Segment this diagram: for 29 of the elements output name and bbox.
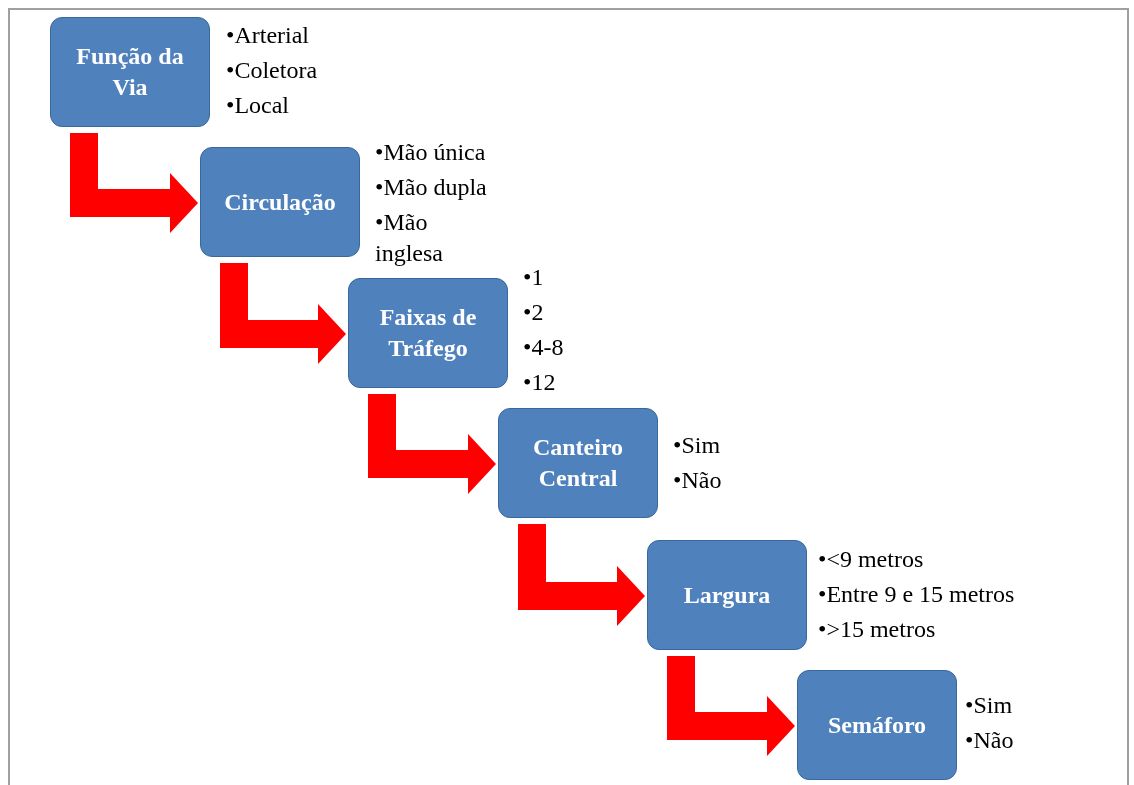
bullet-item: •Não: [673, 466, 723, 495]
process-box: [348, 278, 508, 388]
process-box: [200, 147, 360, 257]
bullet-item: •Sim: [965, 691, 1014, 720]
box-title: Canteiro Central: [531, 433, 625, 493]
bullet-item: •Mão dupla: [375, 173, 488, 202]
process-box: [498, 408, 658, 518]
bullet-item: •Coletora: [226, 56, 319, 85]
bullet-item: •Mão inglesa: [375, 208, 444, 268]
bullet-item: •4-8: [523, 333, 565, 362]
process-box: [797, 670, 957, 780]
box-title: Circulação: [224, 187, 336, 217]
box-title: Função da Via: [75, 42, 185, 102]
box-title: Semáforo: [827, 710, 927, 740]
process-box: [647, 540, 807, 650]
bullet-item: •Não: [965, 726, 1015, 755]
box-title: Largura: [683, 580, 771, 610]
bullet-item: •Entre 9 e 15 metros: [818, 580, 1016, 609]
bullet-item: •Local: [226, 91, 291, 120]
bullet-item: •Sim: [673, 431, 722, 460]
bullet-item: •1: [523, 263, 545, 292]
box-title: Faixas de Tráfego: [378, 303, 478, 363]
bullet-item: •>15 metros: [818, 615, 937, 644]
bullet-item: •2: [523, 298, 545, 327]
bullet-item: •Mão única: [375, 138, 487, 167]
process-box: [50, 17, 210, 127]
bullet-item: •Arterial: [226, 21, 311, 50]
bullet-item: •12: [523, 368, 557, 397]
bullet-item: •<9 metros: [818, 545, 925, 574]
